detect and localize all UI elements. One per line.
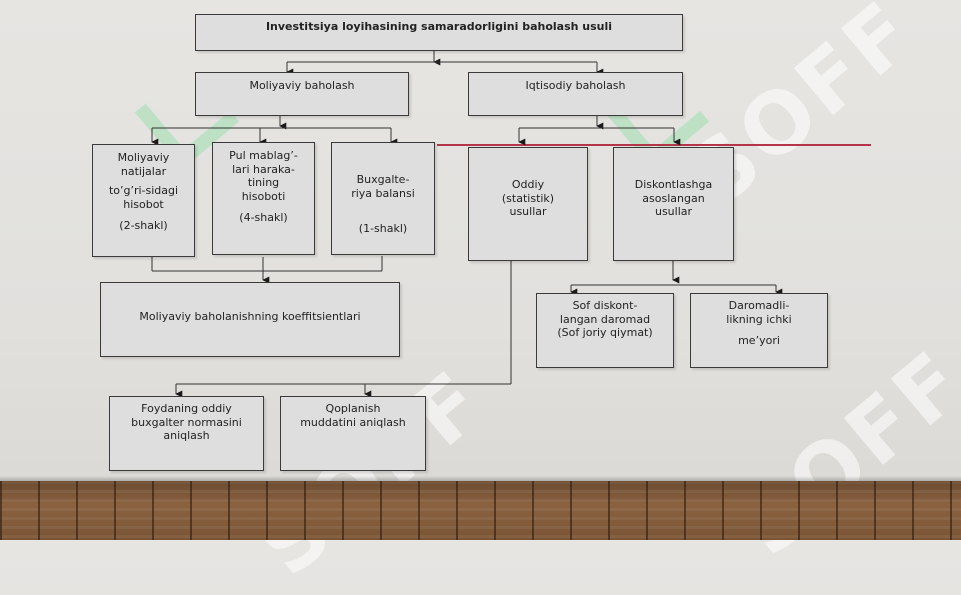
report-line: hisobot: [123, 197, 164, 211]
report-box-income-statement: Moliyaviy natijalar to’g’ri-sidagi hisob…: [92, 144, 195, 257]
discounting-methods-box: Diskontlashga asoslangan usullar: [613, 147, 734, 261]
floor-shadow: [0, 476, 961, 482]
report-box-balance-sheet: Buxgalte- riya balansi (1-shakl): [331, 142, 435, 255]
accent-line: [437, 144, 871, 146]
simple-methods-box: Oddiy (statistik) usullar: [468, 147, 588, 261]
accounting-return-line: buxgalter normasini: [131, 415, 242, 429]
npv-line: Sof diskont-: [572, 299, 638, 312]
coefficients-box: Moliyaviy baholanishning koeffitsientlar…: [100, 282, 400, 357]
report-line: to’g’ri-sidagi: [108, 184, 179, 197]
report-form: (1-shakl): [358, 222, 408, 235]
method-line: Oddiy: [511, 178, 545, 191]
npv-line: (Sof joriy qiymat): [557, 326, 653, 339]
method-line: (statistik): [501, 191, 555, 205]
slide: SOFF SOFF SOFF: [0, 14, 961, 540]
irr-line: me’yori: [738, 334, 780, 347]
report-form: (2-shakl): [119, 219, 168, 232]
report-line: lari haraka-: [232, 162, 295, 176]
page-title: Investitsiya loyihasining samaradorligin…: [265, 20, 613, 33]
report-line: Moliyaviy: [117, 151, 170, 164]
accounting-return-line: Foydaning oddiy: [141, 402, 232, 415]
accounting-return-line: aniqlash: [163, 429, 210, 442]
method-line: usullar: [509, 205, 547, 218]
npv-box: Sof diskont- langan daromad (Sof joriy q…: [536, 293, 674, 368]
payback-line: muddatini aniqlash: [300, 415, 406, 429]
irr-box: Daromadli- likning ichki me’yori: [690, 293, 828, 368]
report-line: natijalar: [120, 164, 167, 178]
report-line: hisoboti: [241, 189, 286, 203]
coefficients-label: Moliyaviy baholanishning koeffitsientlar…: [139, 310, 361, 323]
accounting-return-box: Foydaning oddiy buxgalter normasini aniq…: [109, 396, 264, 471]
payback-box: Qoplanish muddatini aniqlash: [280, 396, 426, 471]
method-line: Diskontlashga: [634, 178, 713, 191]
title-box: Investitsiya loyihasining samaradorligin…: [195, 14, 683, 51]
wooden-floor: [0, 481, 961, 540]
method-line: usullar: [654, 205, 693, 218]
connector-lines: [151, 51, 783, 398]
report-line: riya balansi: [351, 186, 415, 200]
economic-assessment-box: Iqtisodiy baholash: [468, 72, 683, 116]
report-line: tining: [247, 176, 280, 189]
report-form: (4-shakl): [239, 211, 288, 224]
financial-assessment-label: Moliyaviy baholash: [249, 79, 355, 92]
report-line: Buxgalte-: [356, 173, 410, 186]
irr-line: Daromadli-: [728, 299, 790, 312]
irr-line: likning ichki: [726, 312, 792, 326]
financial-assessment-box: Moliyaviy baholash: [195, 72, 409, 116]
economic-assessment-label: Iqtisodiy baholash: [525, 79, 626, 92]
method-line: asoslangan: [642, 191, 705, 205]
payback-line: Qoplanish: [325, 402, 381, 415]
npv-line: langan daromad: [559, 312, 651, 326]
report-box-cash-flow: Pul mablag’- lari haraka- tining hisobot…: [212, 142, 315, 255]
report-line: Pul mablag’-: [229, 149, 298, 162]
